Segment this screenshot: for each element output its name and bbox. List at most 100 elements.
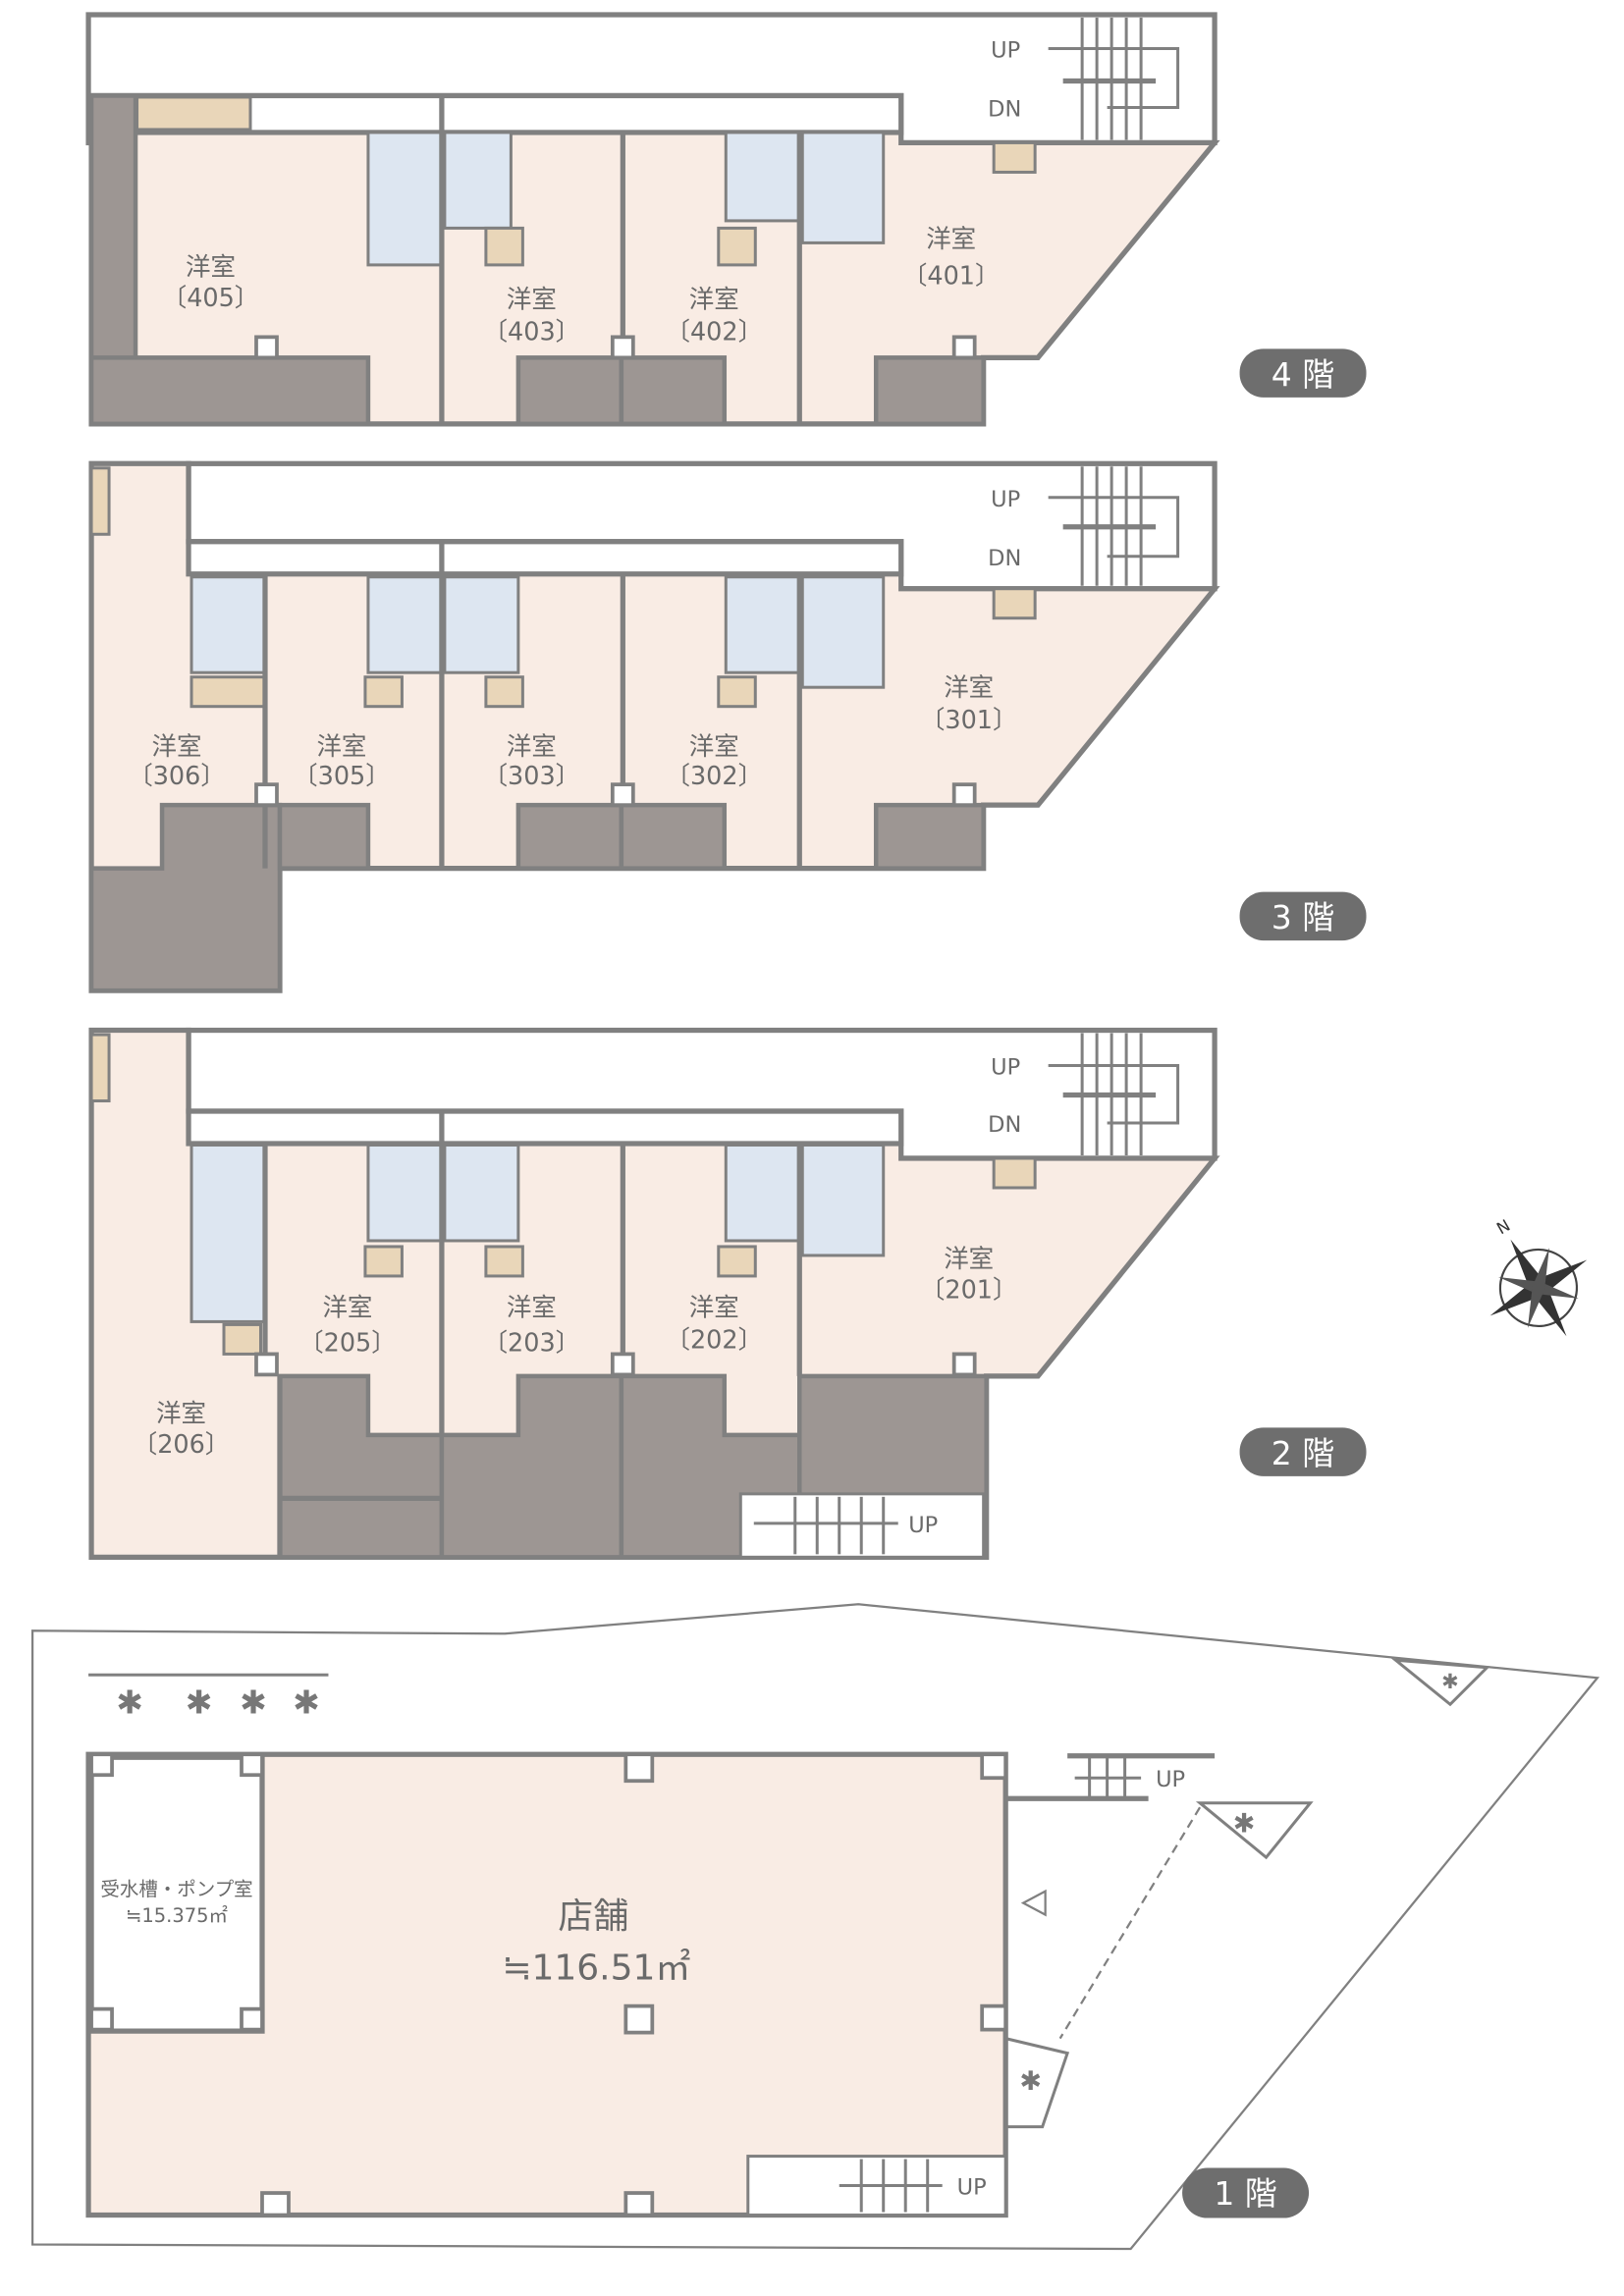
stairs-entrance: UP	[746, 2155, 1007, 2217]
room-label: 洋室	[152, 732, 202, 762]
svg-text:DN: DN	[988, 1112, 1021, 1138]
stairs-exterior: UP	[738, 1492, 986, 1559]
plant-icon: ✱	[1441, 1670, 1459, 1693]
room-label: 洋室	[689, 732, 739, 762]
svg-text:DN: DN	[988, 96, 1021, 122]
stairs-side: UP	[1005, 1753, 1216, 1801]
plants: ✱ ✱ ✱ ✱ ✱ ✱ ✱	[88, 1658, 1490, 2129]
closet	[363, 675, 404, 709]
room-number: 〔205〕	[298, 1328, 397, 1358]
bathroom	[366, 1144, 444, 1243]
closet	[717, 675, 757, 709]
balcony	[88, 355, 371, 427]
room-label: 洋室	[156, 1399, 206, 1428]
compass-icon: N	[1489, 1216, 1588, 1337]
bathroom	[724, 1144, 801, 1243]
closet	[992, 1156, 1037, 1190]
closet	[484, 226, 524, 267]
floor-4: UP DN 洋室 〔405〕 洋室 〔403〕 洋室 〔402〕 洋室 〔401…	[85, 12, 1367, 427]
balcony	[619, 355, 728, 427]
svg-text:UP: UP	[991, 37, 1020, 63]
plant-icon: ✱	[1233, 1809, 1256, 1839]
room-number: 〔206〕	[133, 1430, 231, 1460]
closet	[717, 226, 757, 267]
floor-badge-2: 2 階	[1239, 1427, 1367, 1476]
room-number: 〔201〕	[920, 1275, 1018, 1305]
svg-text:3 階: 3 階	[1272, 898, 1334, 936]
closet	[89, 466, 111, 536]
room-label: 洋室	[507, 1293, 557, 1322]
closet	[363, 1245, 404, 1278]
svg-text:4 階: 4 階	[1272, 355, 1334, 394]
toilet	[800, 131, 886, 244]
room-label: 洋室	[926, 225, 976, 254]
svg-text:UP: UP	[957, 2175, 987, 2201]
room-label: 洋室	[186, 252, 236, 282]
entrance-arrow-icon	[1020, 1889, 1047, 1917]
room-number: 〔306〕	[128, 762, 226, 791]
room-number: 〔401〕	[902, 261, 1001, 291]
balcony	[515, 802, 624, 871]
svg-text:DN: DN	[988, 546, 1021, 571]
stairs: UP DN	[988, 466, 1180, 586]
room-label: 洋室	[944, 673, 994, 703]
plant-icon: ✱	[116, 1682, 143, 1721]
closet	[189, 675, 267, 709]
bathroom	[443, 1144, 520, 1243]
closet	[89, 1033, 111, 1103]
room-label: 洋室	[322, 1293, 372, 1322]
toilet	[800, 575, 886, 689]
plant-icon: ✱	[240, 1682, 267, 1721]
room-label: 洋室	[689, 285, 739, 314]
svg-text:UP: UP	[991, 487, 1020, 512]
room-number: 〔405〕	[162, 284, 260, 313]
closet	[992, 140, 1037, 174]
floor-1: ✱ ✱ ✱ ✱ ✱ ✱ ✱ UP UP	[30, 1603, 1600, 2251]
floor-2: UP UP DN 洋室 〔206〕 洋室 〔205〕 洋室 〔203〕 洋室 〔…	[88, 1027, 1367, 1560]
room-label: 洋室	[944, 1245, 994, 1274]
bathroom	[189, 1144, 267, 1323]
balcony	[873, 802, 986, 871]
toilet	[800, 1144, 886, 1257]
room-number: 〔301〕	[920, 706, 1018, 735]
room-label: 洋室	[507, 285, 557, 314]
balcony	[515, 355, 624, 427]
bathroom	[366, 131, 444, 267]
plant-icon: ✱	[293, 1682, 320, 1721]
svg-text:1 階: 1 階	[1214, 2174, 1276, 2213]
closet	[717, 1245, 757, 1278]
floor-3: UP DN 洋室 〔306〕 洋室 〔305〕 洋室 〔303〕 洋室 〔302…	[88, 460, 1367, 993]
svg-text:UP: UP	[1156, 1767, 1185, 1792]
pump-room	[88, 1754, 265, 2034]
floor-badge-4: 4 階	[1239, 348, 1367, 398]
closet	[222, 1322, 262, 1356]
plant-icon: ✱	[1019, 2066, 1042, 2096]
room-number: 〔202〕	[666, 1325, 764, 1355]
room-label: 洋室	[689, 1293, 739, 1322]
wall-strip	[186, 539, 904, 577]
bathroom	[189, 575, 267, 674]
room-area-value: ≒15.375㎡	[126, 1904, 229, 1927]
toilet	[443, 131, 513, 230]
bathroom	[443, 575, 520, 674]
bathroom	[724, 575, 801, 674]
room-label: 洋室	[507, 732, 557, 762]
site-boundary	[30, 1603, 1600, 2251]
room-number: 〔403〕	[483, 317, 581, 347]
room-number: 〔305〕	[293, 762, 391, 791]
stairs: UP DN	[988, 1033, 1180, 1155]
closet	[992, 587, 1037, 620]
balcony	[873, 355, 986, 427]
room-label: 受水槽・ポンプ室	[100, 1878, 252, 1900]
room-number: 〔303〕	[483, 762, 581, 791]
room-number: 〔402〕	[666, 317, 764, 347]
svg-text:2 階: 2 階	[1272, 1434, 1334, 1472]
svg-text:N: N	[1493, 1216, 1513, 1239]
closet	[484, 1245, 524, 1278]
closet	[484, 675, 524, 709]
bathroom	[724, 131, 801, 223]
balcony	[277, 802, 371, 871]
room-label: 店舗	[558, 1896, 628, 1937]
plant-icon: ✱	[186, 1682, 213, 1721]
